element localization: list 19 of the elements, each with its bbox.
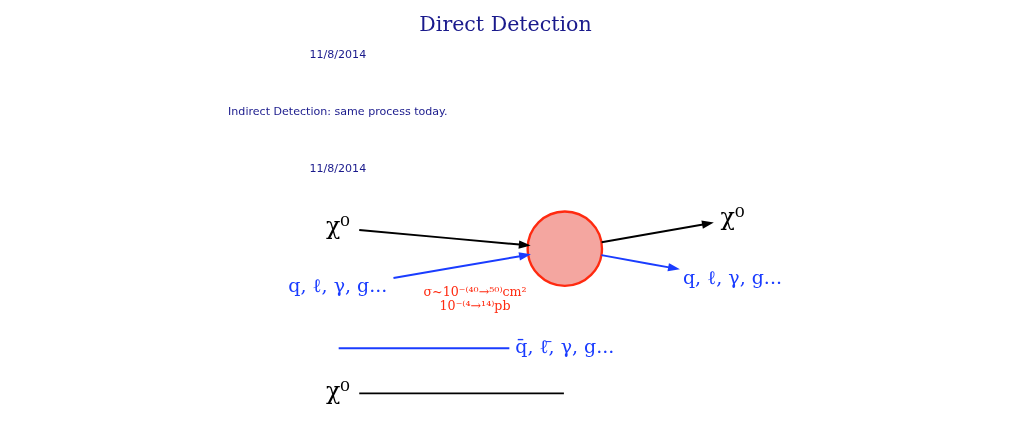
label: Indirect Detection: same process today. <box>228 104 448 118</box>
arrow <box>600 220 714 244</box>
node-circle <box>526 210 604 287</box>
node-label: σ~10⁻⁽⁴⁰→⁵⁰⁾cm² <box>423 283 527 299</box>
arrow <box>600 254 680 272</box>
node-label: 10⁻⁽⁴→¹⁴⁾pb <box>439 298 511 314</box>
node-text: q̄, ℓ̄, γ, g... <box>515 335 615 358</box>
connector <box>337 347 511 350</box>
label: 11/8/2014 <box>309 161 367 175</box>
node-text: χ⁰ <box>325 377 350 406</box>
node-text: χ⁰ <box>325 212 350 241</box>
node-text: χ⁰ <box>720 203 745 232</box>
arrow <box>358 229 531 249</box>
label: 11/8/2014 <box>309 47 367 61</box>
diagram-title: Direct Detection <box>419 12 592 37</box>
node-text: q, ℓ, γ, g... <box>682 265 782 288</box>
connector <box>358 392 565 395</box>
node-text: q, ℓ, γ, g... <box>288 274 388 297</box>
arrow <box>392 252 531 279</box>
